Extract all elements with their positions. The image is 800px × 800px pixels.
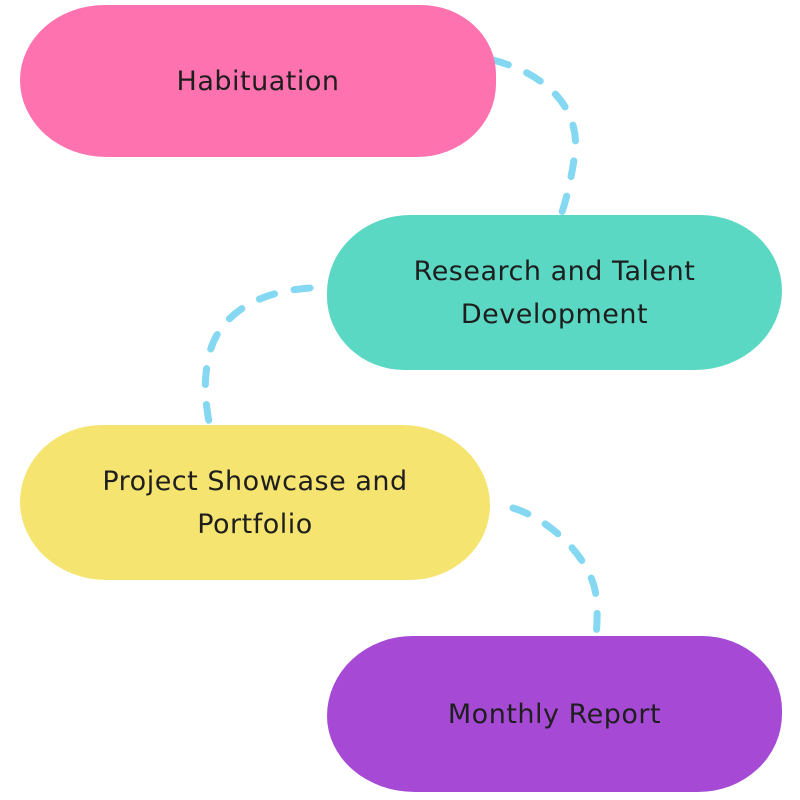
node-label: Monthly Report [447,698,662,730]
connector-2-3 [201,284,314,432]
connector-1-2 [489,56,580,216]
node-project-showcase-and-portfolio: Project Showcase and Portfolio [20,425,490,580]
node-monthly-report: Monthly Report [327,636,782,792]
node-research-and-talent-development: Research and Talent Development [327,215,782,370]
node-label: Project Showcase and Portfolio [102,465,408,540]
node-habituation: Habituation [20,5,496,157]
node-label: Habituation [176,65,340,97]
connector-3-4 [509,504,601,640]
node-label: Research and Talent Development [413,255,696,330]
